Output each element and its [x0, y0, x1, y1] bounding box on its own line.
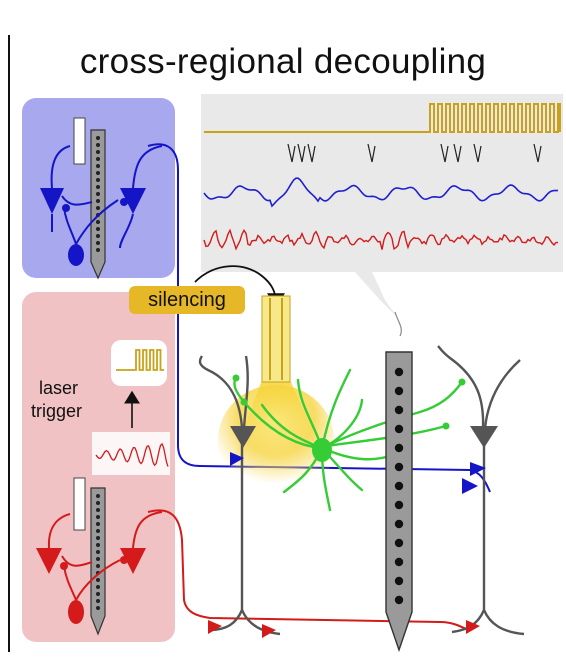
pyramidal-neuron-icon: [36, 548, 62, 574]
pyramidal-neuron-icon: [40, 188, 64, 214]
figure-title: cross-regional decoupling: [79, 42, 487, 81]
trace-panel: [201, 94, 563, 272]
blue-synapse: [462, 478, 478, 494]
silicon-probe-icon: [90, 487, 106, 636]
blue-region-recording: [40, 117, 491, 493]
trigger-label: trigger: [31, 401, 83, 421]
interneuron-soma: [312, 438, 332, 462]
blue-lfp-trace: [203, 177, 559, 208]
silicon-probe-icon: [90, 129, 106, 280]
red-region-recording: [36, 477, 469, 636]
optical-fiber-icon: [73, 117, 86, 165]
interneuron-icon: [68, 244, 84, 266]
blue-synapse: [470, 462, 486, 476]
silicon-probe-icon: [385, 351, 413, 653]
pyramidal-neuron-icon: [120, 188, 146, 214]
interneuron-icon: [68, 600, 84, 624]
laser-trace: [204, 103, 561, 133]
optical-fiber-icon: [261, 295, 291, 383]
red-inset-trace: [95, 442, 169, 467]
blue-synapse: [230, 452, 244, 466]
red-synapse: [466, 620, 480, 634]
recording-wire: [394, 311, 402, 337]
silencing-badge: silencing: [129, 286, 245, 314]
spike-raster: [287, 143, 542, 163]
red-synapse: [262, 624, 276, 638]
silencing-arrow: [194, 265, 285, 308]
pyramidal-neuron-icon: [437, 345, 525, 636]
trace-panel-tail: [355, 272, 398, 318]
neuron-soma: [470, 426, 498, 448]
optical-fiber-icon: [73, 477, 86, 531]
red-synapse: [208, 620, 222, 634]
laser-inset-trace: [116, 349, 164, 371]
target-optical-fiber: [218, 295, 334, 495]
neuron-soma: [230, 426, 256, 448]
laser-label: laser: [39, 378, 79, 398]
pyramidal-neuron-icon: [120, 548, 146, 574]
red-lfp-trace: [203, 228, 559, 251]
